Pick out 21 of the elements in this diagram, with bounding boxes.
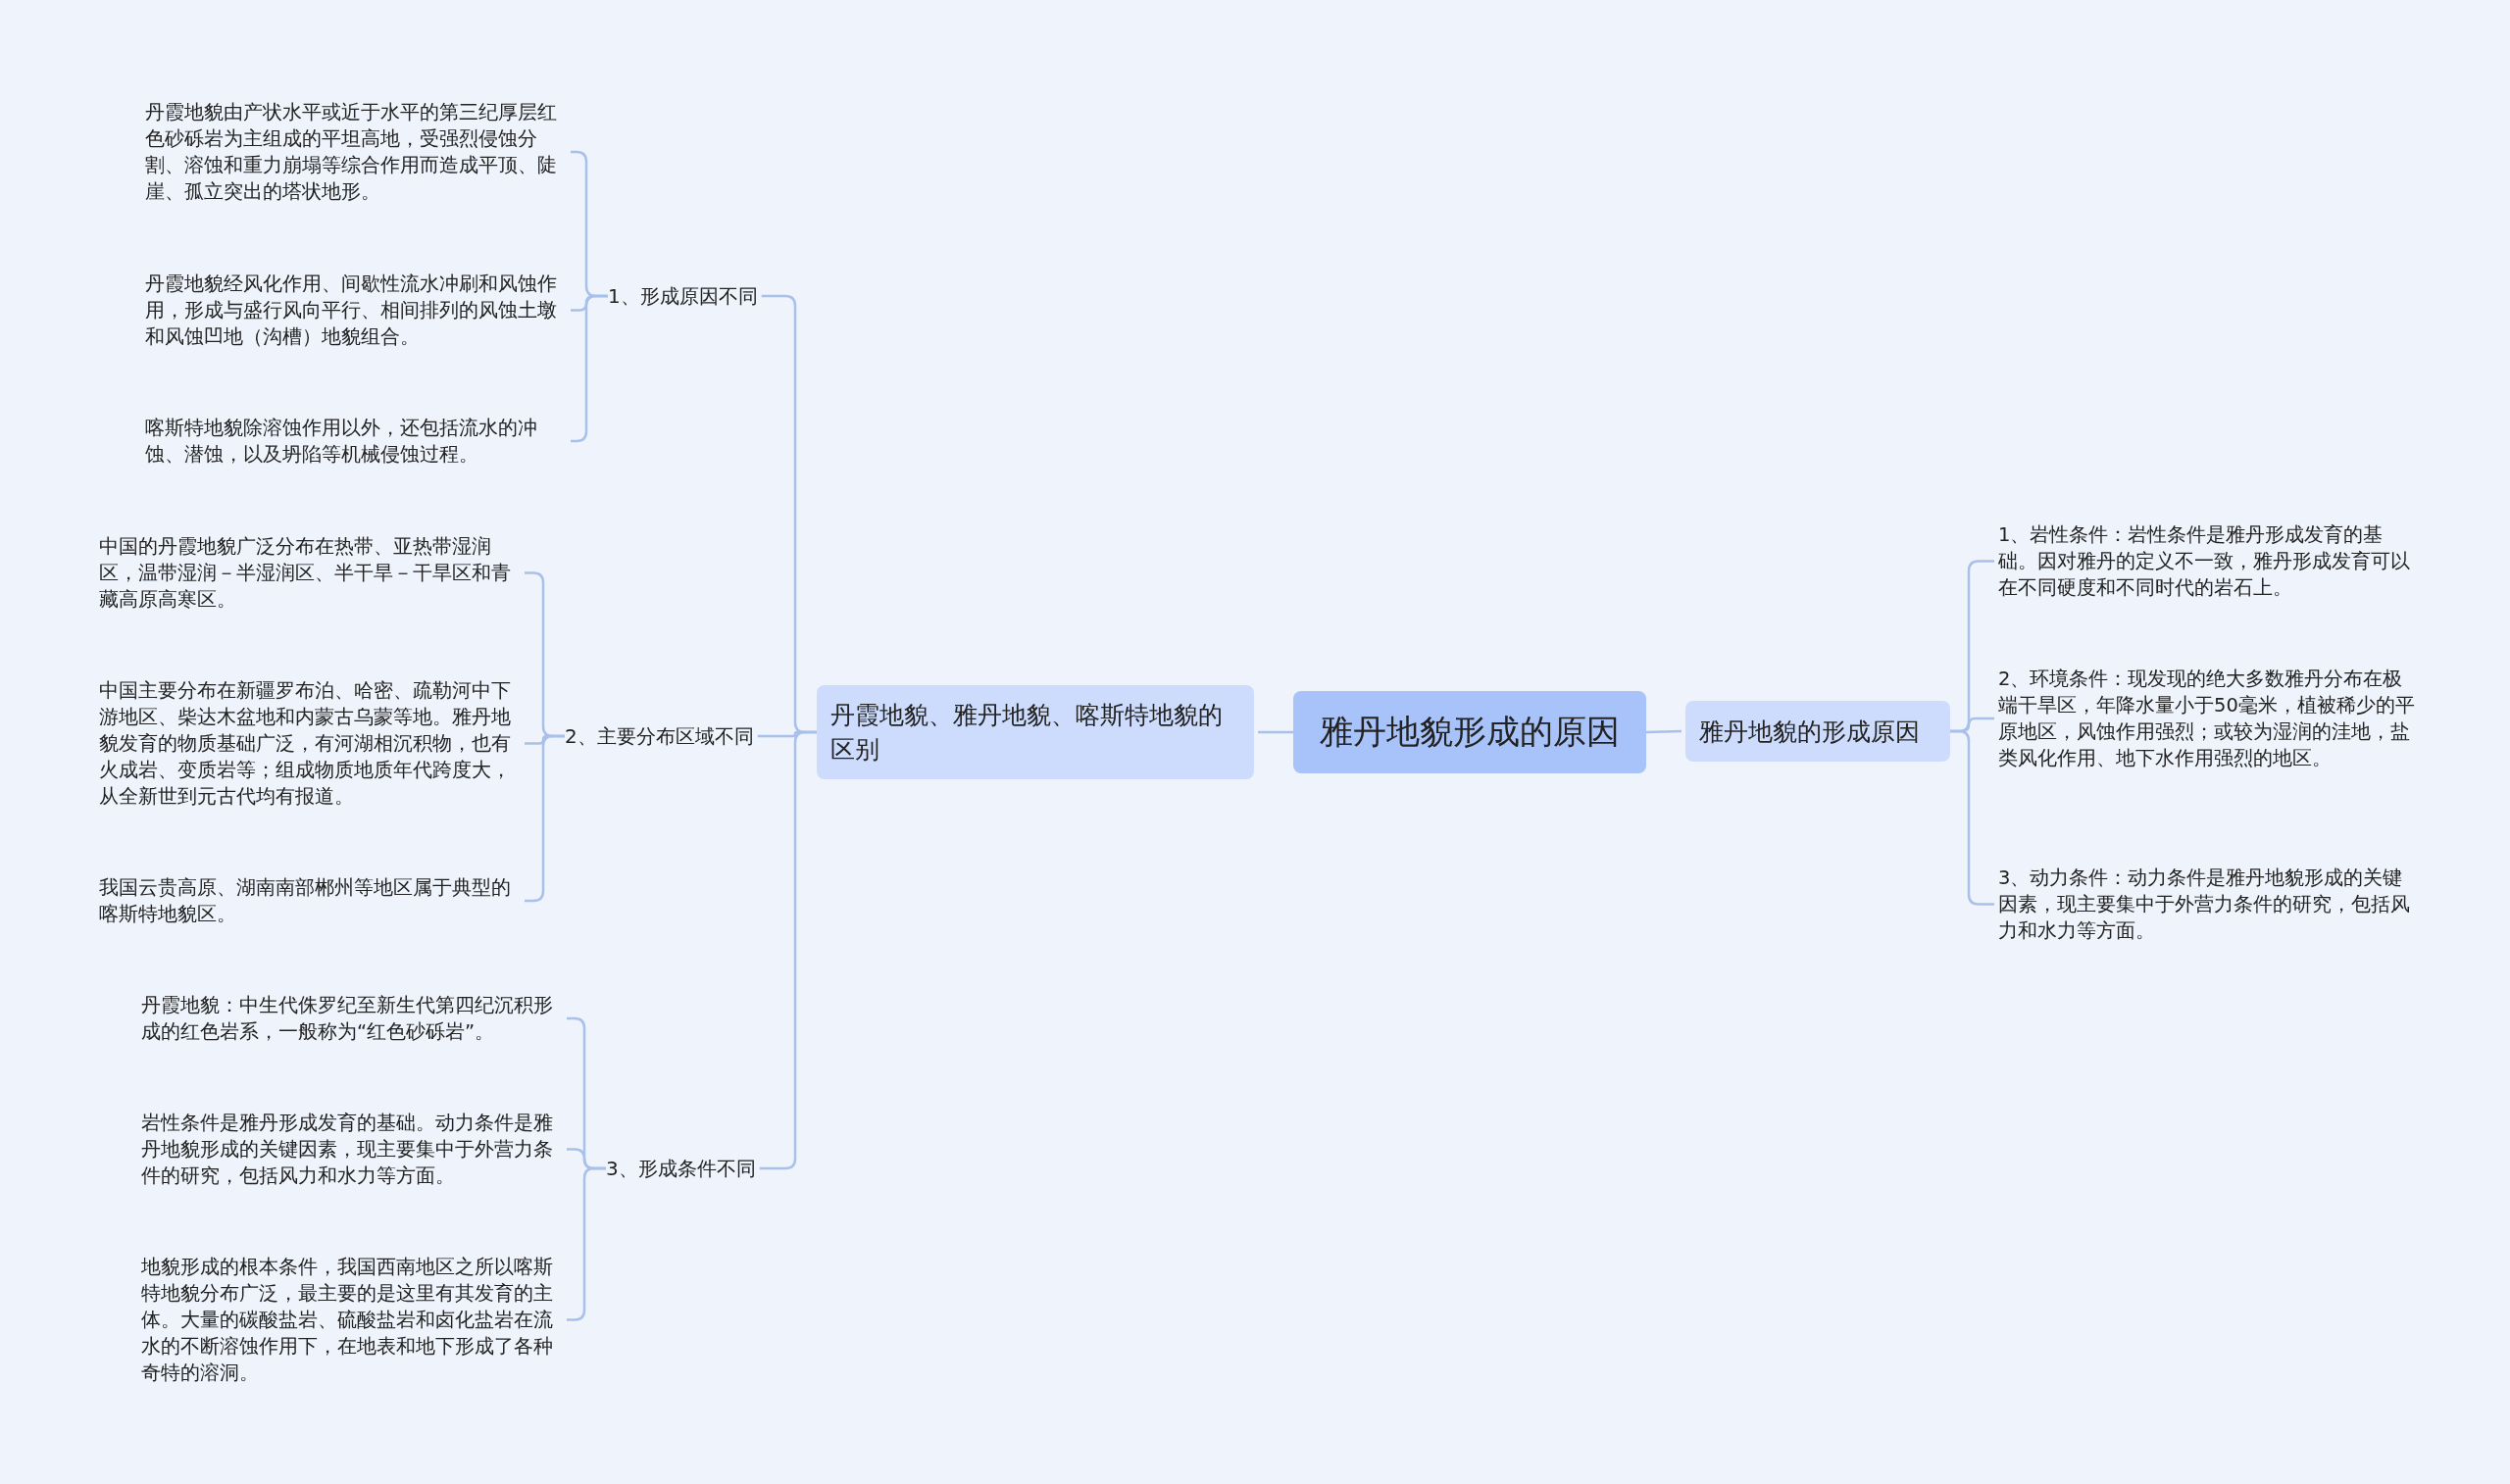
note-text: 1、岩性条件：岩性条件是雅丹形成发育的基础。因对雅丹的定义不一致，雅丹形成发育可以在不同硬度和不同时代的岩石上。: [1998, 521, 2422, 601]
central-topic: 雅丹地貌形成的原因: [1293, 691, 1646, 773]
subtopic-text: 2、主要分布区域不同: [565, 722, 754, 750]
connector-line: [759, 730, 817, 1170]
subtopic-text: 3、形成条件不同: [606, 1155, 756, 1182]
note-text: 中国的丹霞地貌广泛分布在热带、亚热带湿润区，温带湿润－半湿润区、半干旱－干旱区和青藏高原高寒区。: [99, 533, 521, 613]
note-text: 地貌形成的根本条件，我国西南地区之所以喀斯特地貌分布广泛，最主要的是这里有其发育的主体。大量的碳酸盐岩、硫酸盐岩和卤化盐岩在流水的不断溶蚀作用下，在地表和地下形成了各种奇特的溶洞。: [141, 1254, 563, 1386]
subtopic-text: 1、形成原因不同: [608, 282, 758, 310]
note-text: 我国云贵高原、湖南南部郴州等地区属于典型的喀斯特地貌区。: [99, 874, 521, 927]
topic-box: 雅丹地貌的形成原因: [1685, 701, 1950, 762]
note-text: 丹霞地貌由产状水平或近于水平的第三纪厚层红色砂砾岩为主组成的平坦高地，受强烈侵蚀分割、溶蚀和重力崩塌等综合作用而造成平顶、陡崖、孤立突出的塔状地形。: [145, 99, 567, 205]
note-text: 岩性条件是雅丹形成发育的基础。动力条件是雅丹地貌形成的关键因素，现主要集中于外营力条件的研究，包括风力和水力等方面。: [141, 1110, 563, 1189]
note-text: 3、动力条件：动力条件是雅丹地貌形成的关键因素，现主要集中于外营力条件的研究，包括风力和水力等方面。: [1998, 865, 2422, 944]
note-text: 丹霞地貌：中生代侏罗纪至新生代第四纪沉积形成的红色岩系，一般称为“红色砂砾岩”。: [141, 992, 563, 1045]
topic-box: 丹霞地貌、雅丹地貌、喀斯特地貌的区别: [817, 685, 1254, 779]
connector-line: [1645, 729, 1682, 734]
note-text: 喀斯特地貌除溶蚀作用以外，还包括流水的冲蚀、潜蚀，以及坍陷等机械侵蚀过程。: [145, 415, 567, 468]
connector-line: [1258, 730, 1293, 734]
note-text: 丹霞地貌经风化作用、间歇性流水冲刷和风蚀作用，形成与盛行风向平行、相间排列的风蚀土墩和风蚀凹地（沟槽）地貌组合。: [145, 271, 567, 350]
note-text: 2、环境条件：现发现的绝大多数雅丹分布在极端干旱区，年降水量小于50毫米，植被稀少的平原地区，风蚀作用强烈；或较为湿润的洼地，盐类风化作用、地下水作用强烈的地区。: [1998, 666, 2422, 771]
note-text: 中国主要分布在新疆罗布泊、哈密、疏勒河中下游地区、柴达木盆地和内蒙古乌蒙等地。雅丹地貌发育的物质基础广泛，有河湖相沉积物，也有火成岩、变质岩等；组成物质地质年代跨度大，从全新世到元古代均有报道。: [99, 677, 521, 810]
